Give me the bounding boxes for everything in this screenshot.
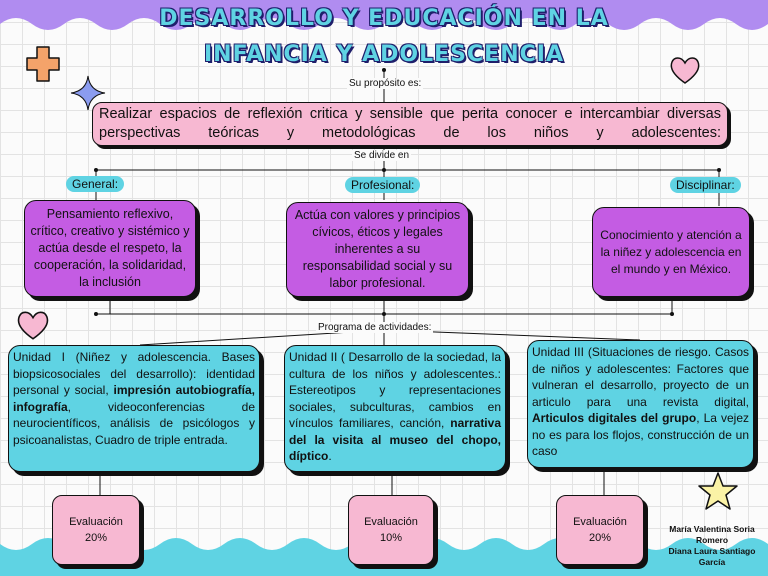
evaluation-box-1: Evaluación 20% <box>52 495 140 565</box>
author-2: Diana Laura Santiago García <box>668 546 756 567</box>
blue-star-icon <box>70 75 106 111</box>
purpose-box: Realizar espacios de reflexión critica y… <box>92 102 728 146</box>
author-1: María Valentina Soria Romero <box>669 524 755 545</box>
title-line-1: DESARROLLO Y EDUCACIÓN EN LA <box>159 6 609 31</box>
category-box-disciplinar: Conocimiento y atención a la niñez y ado… <box>592 207 750 297</box>
category-label-profesional: Profesional: <box>345 177 421 193</box>
unit-text: Unidad I (Niñez y adolescencia. Bases bi… <box>13 350 255 397</box>
category-box-general: Pensamiento reflexivo, crítico, creativo… <box>24 200 196 297</box>
unit-text: , La vejez no es para los flojos, constr… <box>532 411 749 458</box>
category-box-profesional: Actúa con valores y principios cívicos, … <box>286 202 469 297</box>
unit-text-bold: Articulos digitales del grupo <box>532 411 697 425</box>
unit-text: Unidad II ( Desarrollo de la sociedad, l… <box>289 350 501 430</box>
unit-text-bold: impresión autobiografía, infografía <box>13 383 255 414</box>
purpose-label: Su propósito es: <box>347 78 424 89</box>
unit-text: Unidad III (Situaciones de riesgo. Casos… <box>532 345 749 409</box>
evaluation-label: Evaluación <box>69 516 123 528</box>
evaluation-box-3: Evaluación 20% <box>556 495 644 565</box>
unit-box-2: Unidad II ( Desarrollo de la sociedad, l… <box>284 345 506 472</box>
pink-heart-icon <box>17 311 49 340</box>
unit-box-3: Unidad III (Situaciones de riesgo. Casos… <box>527 340 754 468</box>
category-label-disciplinar: Disciplinar: <box>670 177 741 193</box>
title-line-2: INFANCIA Y ADOLESCENCIA <box>204 42 564 67</box>
evaluation-box-2: Evaluación 10% <box>348 495 434 565</box>
unit-box-1: Unidad I (Niñez y adolescencia. Bases bi… <box>8 345 260 472</box>
category-label-general: General: <box>66 176 125 192</box>
evaluation-value: 10% <box>379 532 403 544</box>
evaluation-label: Evaluación <box>364 516 418 528</box>
program-label: Programa de actividades: <box>316 322 434 333</box>
pink-heart-icon <box>670 57 700 84</box>
unit-text: , videoconferencias de neurocientíficos,… <box>13 399 255 447</box>
evaluation-label: Evaluación <box>573 516 627 528</box>
orange-cross-icon <box>26 46 60 82</box>
divides-label: Se divide en <box>352 150 412 161</box>
evaluation-value: 20% <box>84 532 108 544</box>
yellow-star-icon <box>698 472 738 510</box>
unit-text: . <box>328 449 332 463</box>
evaluation-value: 20% <box>588 532 612 544</box>
top-wave-decoration <box>0 0 768 30</box>
unit-text-bold: narrativa del la visita al museo del cho… <box>289 416 501 463</box>
